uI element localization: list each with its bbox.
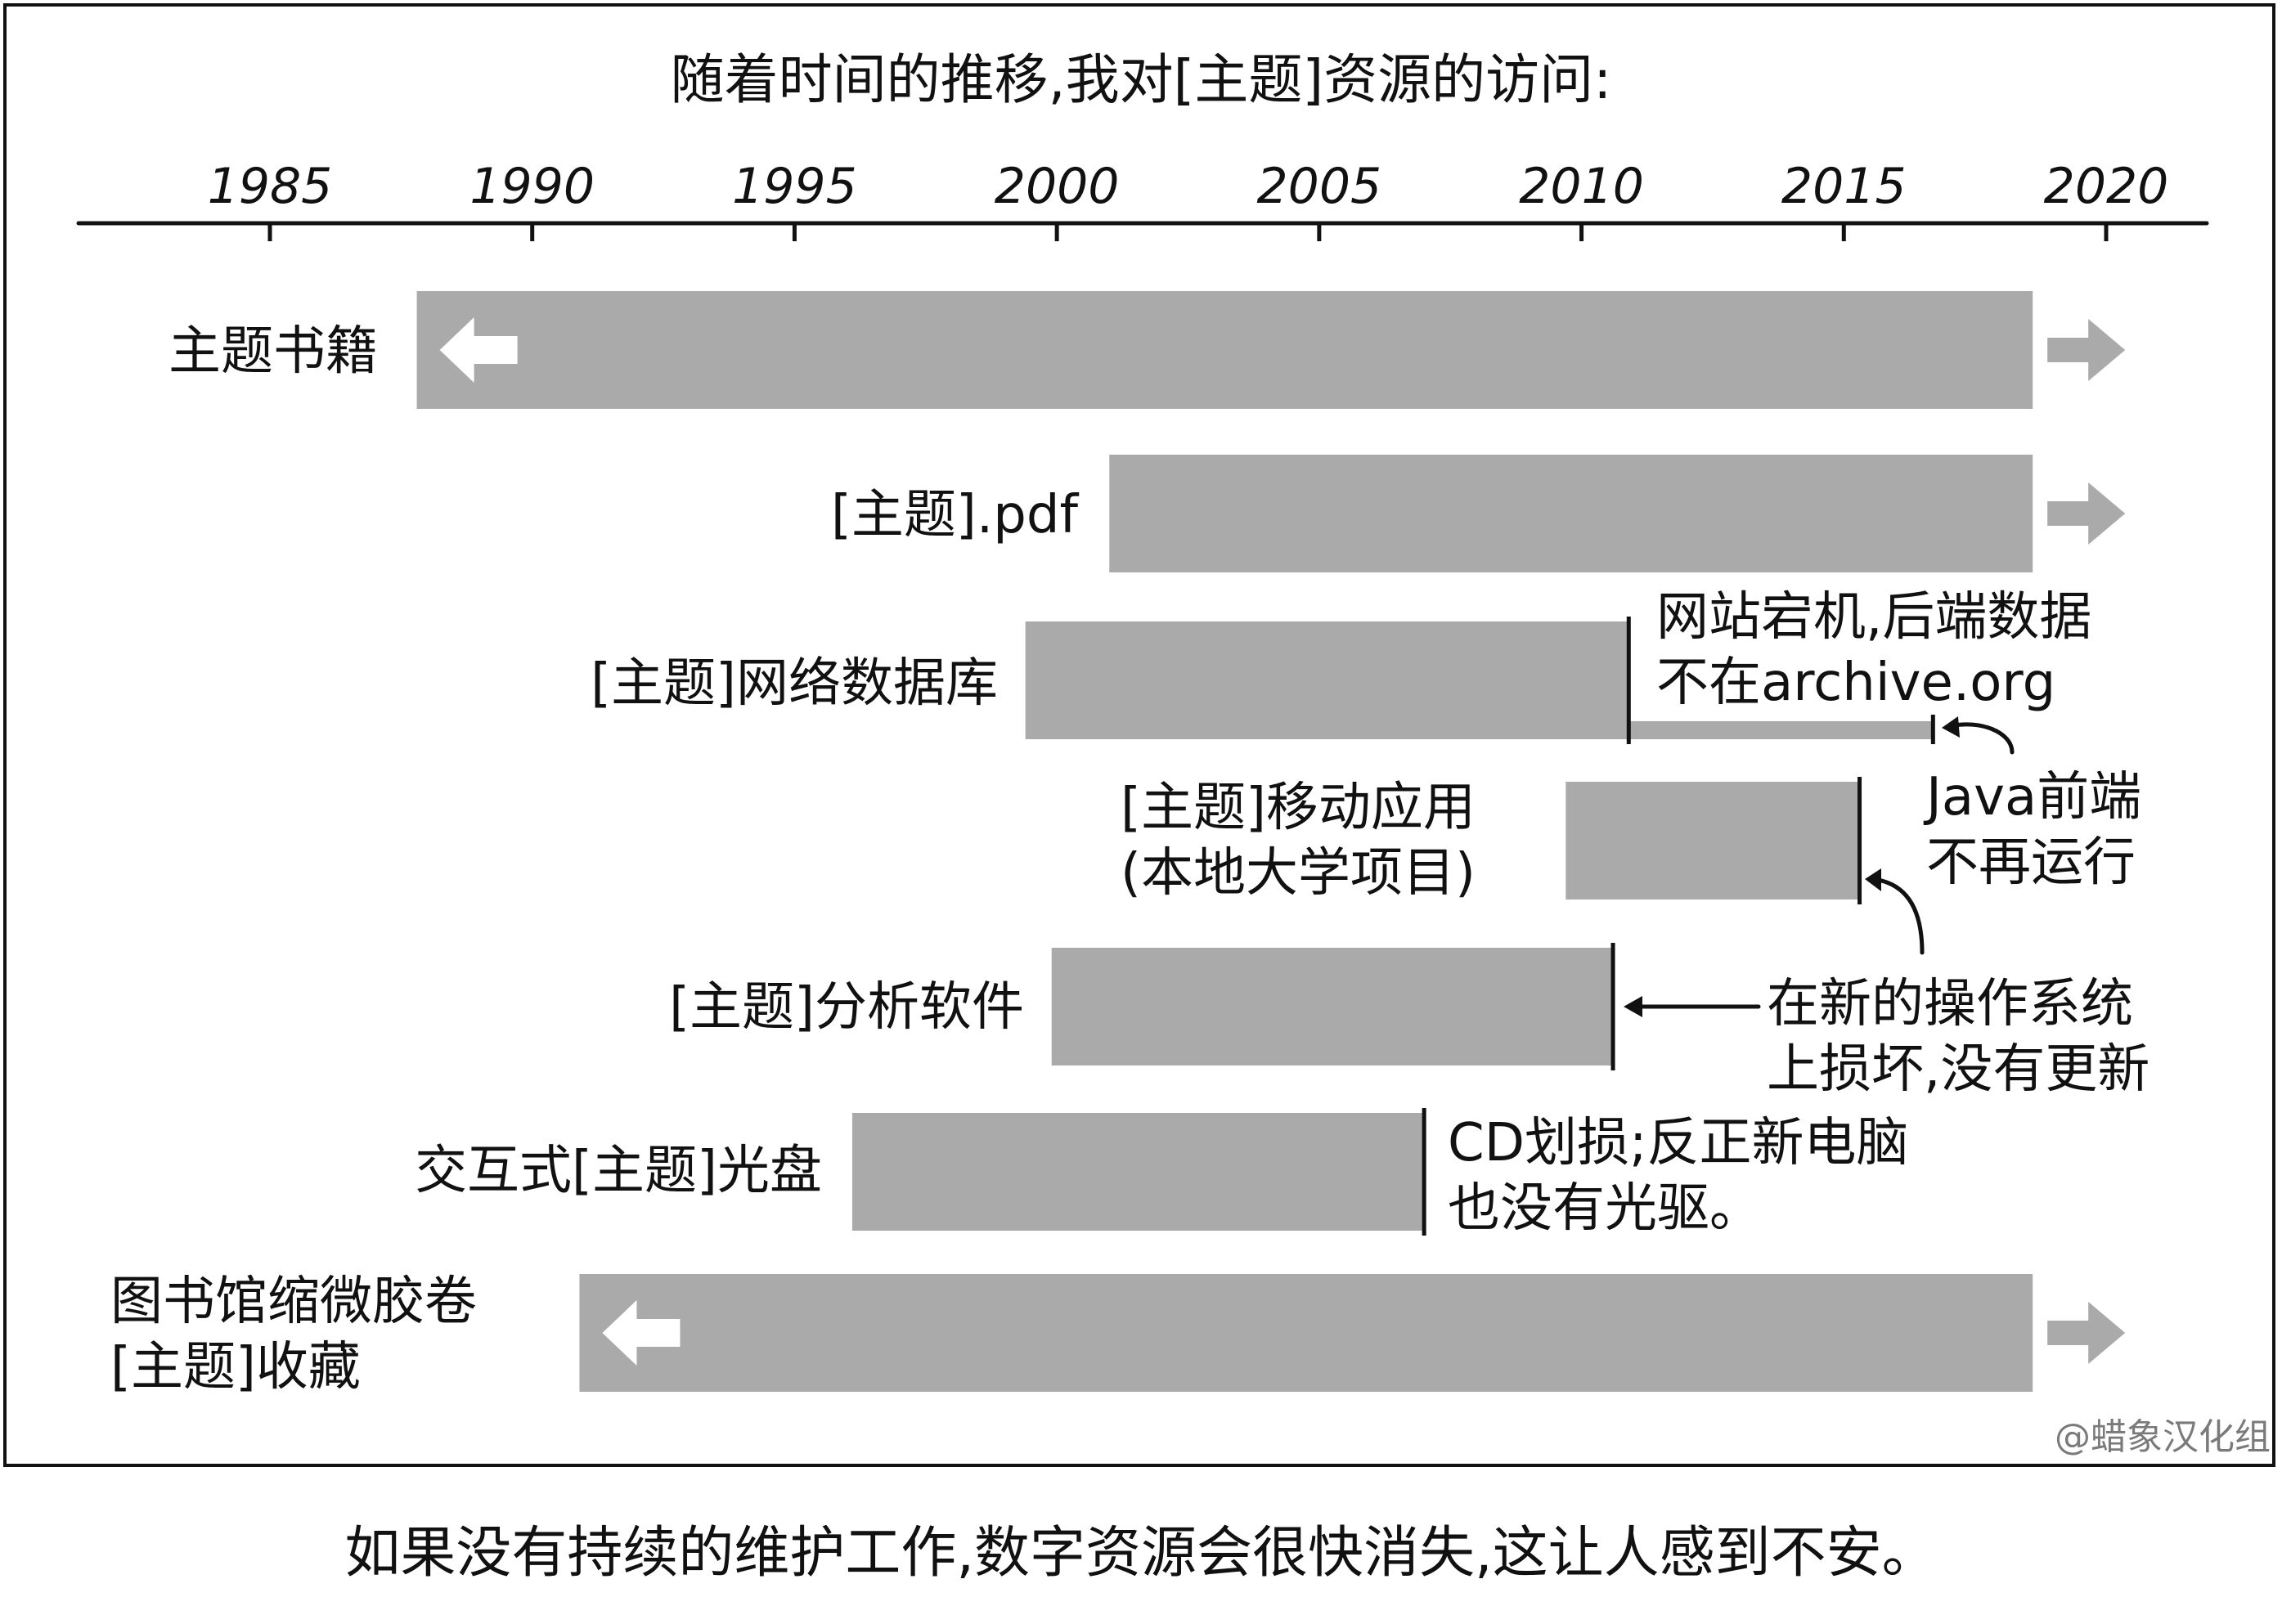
timeline-bar-tail bbox=[1628, 721, 1934, 739]
pointer-line bbox=[1871, 877, 1925, 955]
tick-label-1990: 1990 bbox=[469, 158, 595, 215]
annotation-broken-new-os: 在新的操作系统 上损坏,没有更新 bbox=[1767, 974, 2150, 1100]
pointer-arrowhead bbox=[1865, 868, 1881, 891]
annotation-java-frontend: Java前端 不再运行 bbox=[1926, 767, 2142, 893]
tick-label-2015: 2015 bbox=[1781, 158, 1907, 215]
timeline-bar bbox=[1025, 621, 1629, 739]
annotation-website-down: 网站宕机,后端数据 不在archive.org bbox=[1656, 587, 2092, 713]
watermark: @蜡象汉化组 bbox=[2055, 1416, 2271, 1458]
timeline-bar bbox=[1566, 782, 1860, 899]
tick-label-2000: 2000 bbox=[995, 158, 1120, 215]
tick-label-2010: 2010 bbox=[1519, 158, 1644, 215]
left-arrow-icon bbox=[602, 1300, 681, 1366]
tick-label-1985: 1985 bbox=[208, 158, 333, 215]
row-label-pdf: [主题].pdf bbox=[830, 485, 1078, 545]
tick-label-2005: 2005 bbox=[1257, 158, 1382, 215]
pointer-arrowhead bbox=[1624, 996, 1642, 1017]
timeline-bar bbox=[1109, 455, 2033, 572]
row-label-cdrom: 交互式[主题]光盘 bbox=[415, 1141, 822, 1201]
pointer-line bbox=[1948, 722, 2015, 755]
comic-frame bbox=[3, 3, 2275, 1467]
timeline-bar bbox=[579, 1274, 2033, 1392]
right-arrow-icon bbox=[2047, 482, 2126, 545]
timeline-bar bbox=[1051, 948, 1614, 1065]
right-arrow-icon bbox=[2047, 319, 2126, 381]
chart-title: 随着时间的推移,我对[主题]资源的访问: bbox=[670, 48, 1612, 111]
row-label-books: 主题书籍 bbox=[168, 321, 378, 382]
annotation-cd-scratched: CD划损;反正新电脑 也没有光驱。 bbox=[1448, 1113, 1909, 1239]
pointer-arrowhead bbox=[1942, 716, 1960, 738]
row-label-microfilm: 图书馆缩微胶卷 [主题]收藏 bbox=[110, 1272, 477, 1397]
caption: 如果没有持续的维护工作,数字资源会很快消失,这让人感到不安。 bbox=[344, 1521, 1938, 1586]
timeline-bar bbox=[416, 291, 2033, 409]
left-arrow-icon bbox=[439, 317, 518, 383]
row-label-mobile-app: [主题]移动应用 (本地大学项目) bbox=[1121, 778, 1476, 904]
tick-label-2020: 2020 bbox=[2044, 158, 2169, 215]
row-label-analysis-software: [主题]分析软件 bbox=[669, 977, 1024, 1038]
tick-label-1995: 1995 bbox=[732, 158, 857, 215]
timeline-chart: 1985 1990 1995 2000 2005 2010 2015 2020 bbox=[76, 158, 2209, 1392]
row-label-web-database: [主题]网络数据库 bbox=[591, 653, 998, 714]
timeline-bar bbox=[851, 1113, 1425, 1231]
right-arrow-icon bbox=[2047, 1302, 2126, 1364]
